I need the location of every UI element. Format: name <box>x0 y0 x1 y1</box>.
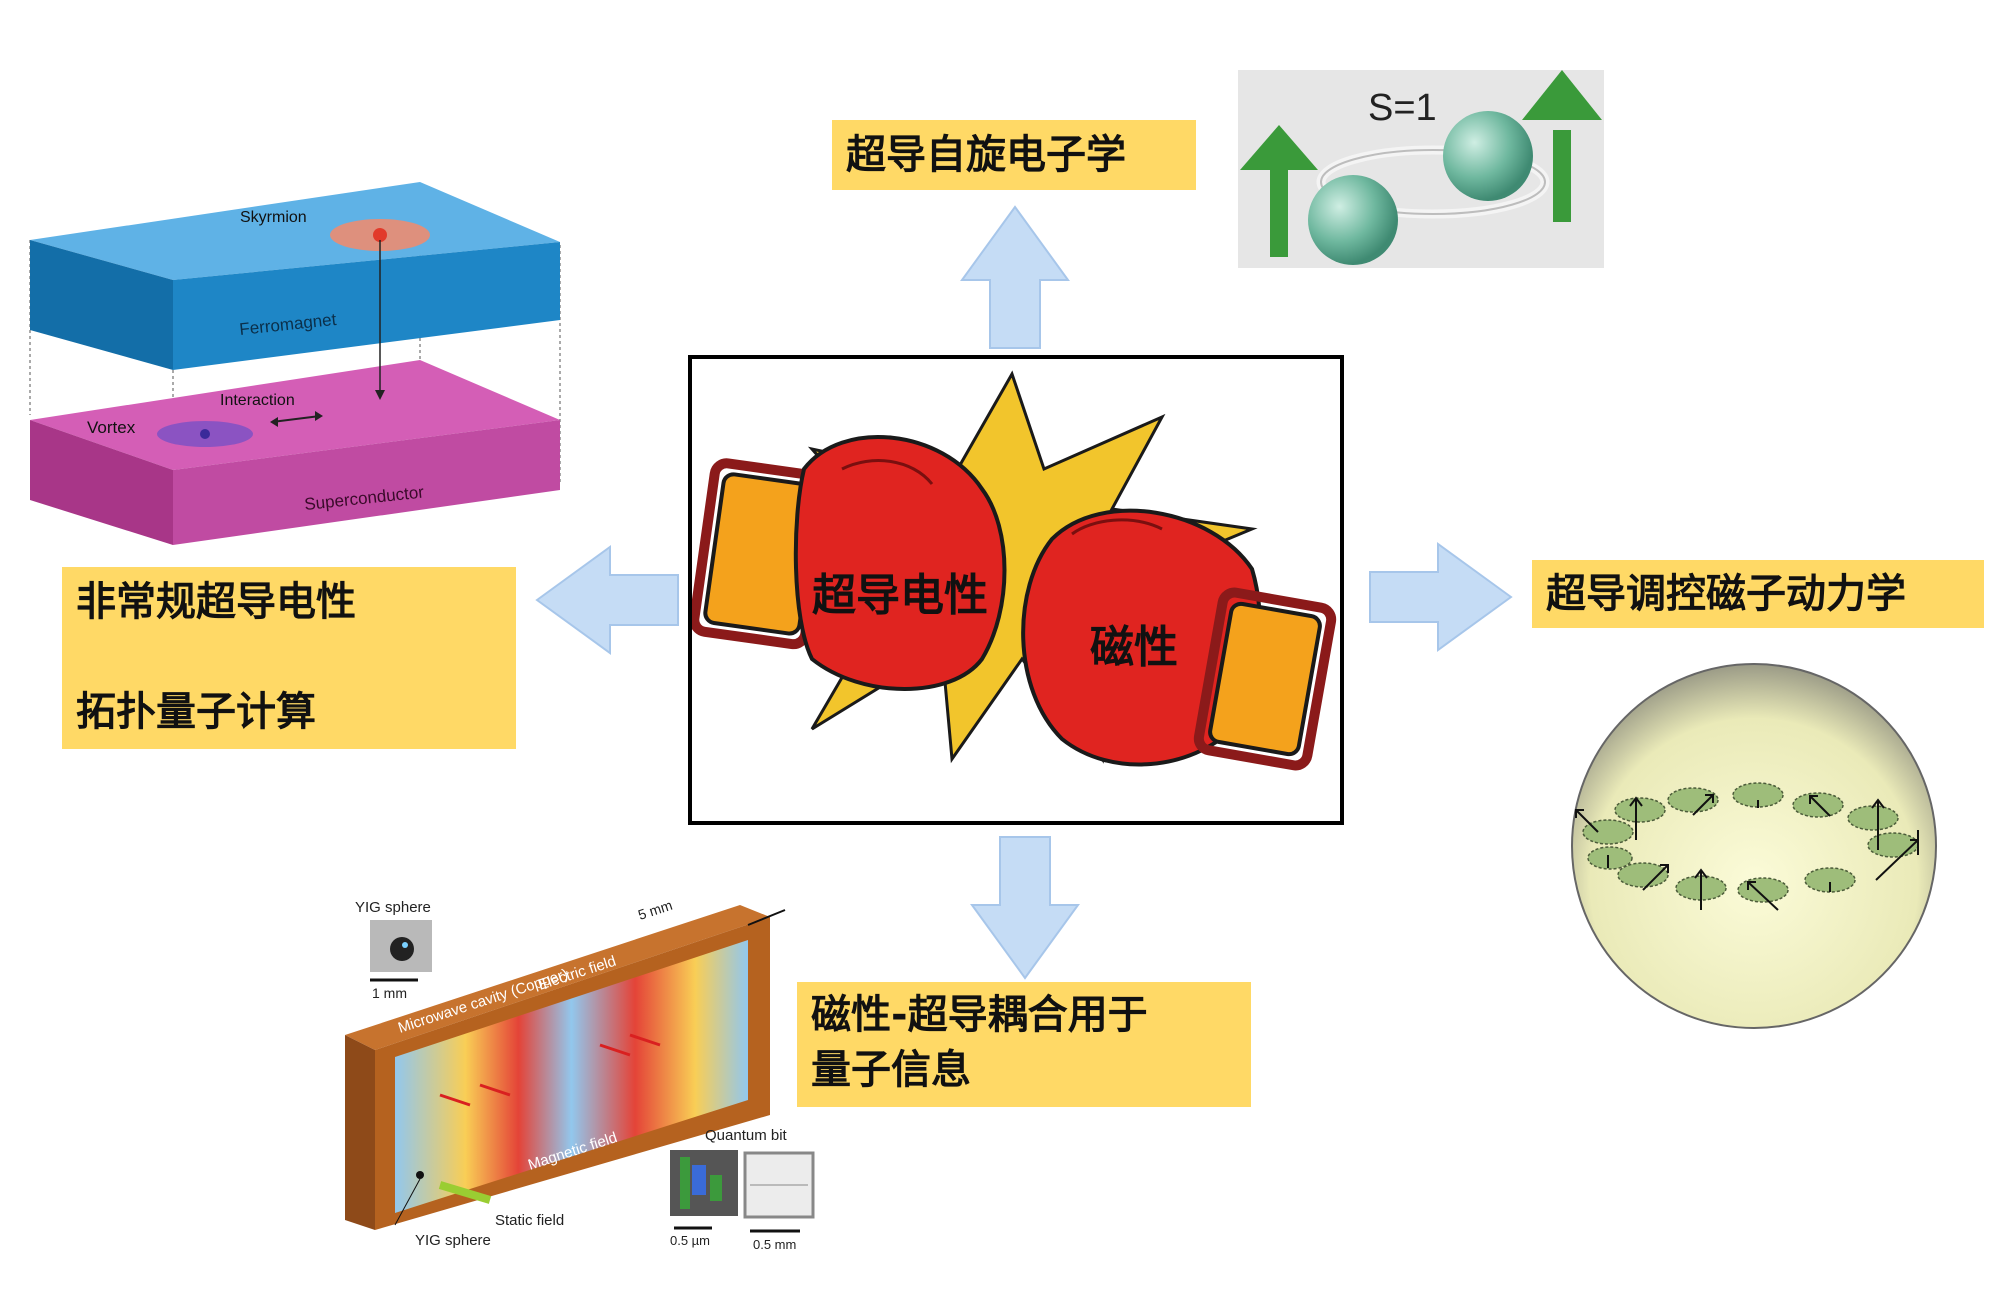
label-superconducting-spintronics: 超导自旋电子学 <box>832 120 1196 190</box>
label-left-line1: 非常规超导电性 <box>76 579 356 625</box>
label-top-text: 超导自旋电子学 <box>846 132 1126 178</box>
label-right-text: 超导调控磁子动力学 <box>1546 571 1906 617</box>
arrow-down <box>970 836 1080 980</box>
interaction-label: Interaction <box>220 392 295 409</box>
scale-1mm: 1 mm <box>372 985 407 1001</box>
static-field-label: Static field <box>495 1212 564 1229</box>
cavity-field-map <box>395 940 748 1213</box>
label-magnon-dynamics: 超导调控磁子动力学 <box>1532 560 1984 628</box>
spin-up-arrow-left <box>1240 125 1318 257</box>
scale-5mm: 5 mm <box>636 897 674 923</box>
label-left-line2: 拓扑量子计算 <box>76 689 316 735</box>
boxing-gloves-illustration <box>689 370 1337 771</box>
spin-triplet-figure: S=1 <box>1238 70 1604 268</box>
label-unconventional-superconductivity: 非常规超导电性 拓扑量子计算 <box>62 567 516 749</box>
skyrmion-vortex-figure: Skyrmion Ferromagnet Vortex Interaction … <box>25 180 565 560</box>
spin-label: S=1 <box>1368 87 1437 129</box>
sphere-right <box>1443 111 1533 201</box>
arrow-up <box>960 205 1070 349</box>
copper-cavity-top <box>345 905 770 1050</box>
scale-05mm: 0.5 mm <box>753 1237 796 1252</box>
arrow-right <box>1369 542 1513 652</box>
copper-cavity-front <box>345 1035 375 1230</box>
magnon-sphere-figure <box>1568 660 1940 1032</box>
label-bottom-line2: 量子信息 <box>811 1047 971 1093</box>
quantum-bit-label: Quantum bit <box>705 1127 788 1144</box>
spin-wave-ring <box>1582 782 1919 903</box>
center-figure: 超导电性 磁性 <box>688 355 1344 825</box>
left-boxing-glove <box>689 434 1007 691</box>
yig-sphere-inset-label: YIG sphere <box>355 899 431 916</box>
right-boxing-glove <box>1021 508 1337 771</box>
sphere-left <box>1308 175 1398 265</box>
vortex-label: Vortex <box>87 418 136 437</box>
arrow-left <box>535 545 679 655</box>
label-quantum-information: 磁性-超导耦合用于 量子信息 <box>797 982 1251 1107</box>
glove-right-label: 磁性 <box>1090 622 1178 673</box>
spin-arrows <box>1575 794 1919 911</box>
spin-up-arrow-right <box>1522 70 1602 222</box>
skyrmion-label: Skyrmion <box>240 209 307 226</box>
field-arrows <box>439 1033 661 1107</box>
glove-left-label: 超导电性 <box>812 570 988 621</box>
microwave-cavity-figure: YIG sphere 1 mm 5 mm Microwave cavity (C… <box>340 895 860 1265</box>
scale-05um: 0.5 µm <box>670 1233 710 1248</box>
yig-sphere-bottom-label: YIG sphere <box>415 1232 491 1249</box>
label-bottom-line1: 磁性-超导耦合用于 <box>811 992 1148 1038</box>
yig-sphere <box>1571 663 1937 1029</box>
